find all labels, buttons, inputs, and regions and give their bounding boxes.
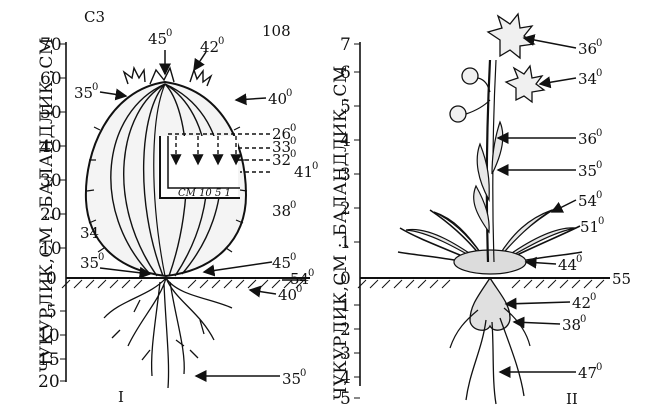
tick-label: 10 bbox=[40, 239, 62, 259]
label-38: 38 bbox=[272, 202, 291, 220]
degree-labels-right: 360 340 360 350 540 510 440 55 420 380 4… bbox=[558, 38, 631, 382]
svg-text:0: 0 bbox=[290, 200, 296, 211]
tick-label: 4 bbox=[340, 131, 351, 151]
svg-text:0: 0 bbox=[580, 314, 586, 325]
tick-label: 3 bbox=[340, 344, 351, 364]
tick-label: 70 bbox=[40, 35, 62, 55]
label-leaf-51: 51 bbox=[580, 218, 599, 236]
panel-one: ЧУКУРЛИК,СМ ; БАЛАНДЛИК ,СМ 10 20 30 40 … bbox=[37, 28, 318, 406]
tick-label: 30 bbox=[40, 171, 62, 191]
label-root-top: 40 bbox=[278, 286, 297, 304]
label-root-38: 38 bbox=[562, 316, 581, 334]
label-base-right: 45 bbox=[272, 254, 291, 272]
label-upper-left: 35 bbox=[74, 84, 93, 102]
tick-label: 10 bbox=[38, 326, 60, 346]
label-upper-right: 40 bbox=[268, 90, 287, 108]
svg-text:0: 0 bbox=[598, 216, 604, 227]
tick-label: 20 bbox=[40, 205, 62, 225]
label-root-47: 47 bbox=[578, 364, 597, 382]
tick-label: 40 bbox=[40, 137, 62, 157]
tick-label: 4 bbox=[340, 368, 351, 388]
label-top: 45 bbox=[148, 30, 167, 48]
svg-text:0: 0 bbox=[296, 284, 302, 295]
label-root-42: 42 bbox=[572, 294, 591, 312]
label-base-left: 35 bbox=[80, 254, 99, 272]
ticks-down-right: 1 2 3 4 5 bbox=[340, 296, 360, 409]
svg-text:0: 0 bbox=[596, 128, 602, 139]
panel-one-roman: I bbox=[118, 388, 124, 406]
inner-scale: СМ 10 5 1 bbox=[178, 188, 231, 199]
page-number: 108 bbox=[262, 22, 291, 40]
barrel-cactus-drawing: СМ 10 5 1 bbox=[86, 68, 247, 276]
svg-text:0: 0 bbox=[576, 254, 582, 265]
tick-label: 5 bbox=[340, 97, 351, 117]
svg-text:0: 0 bbox=[308, 268, 314, 279]
zero-label-left: 0 bbox=[46, 269, 57, 289]
tick-label: 2 bbox=[340, 199, 351, 219]
header-tag: С3 bbox=[84, 8, 105, 26]
svg-text:0: 0 bbox=[290, 252, 296, 263]
label-stem-36: 36 bbox=[578, 130, 597, 148]
svg-text:0: 0 bbox=[92, 82, 98, 93]
label-top-right: 42 bbox=[200, 38, 219, 56]
tick-label: 5 bbox=[46, 302, 57, 322]
tick-label: 5 bbox=[340, 389, 351, 409]
zero-label-right: 0 bbox=[340, 269, 351, 289]
label-flower-34: 34 bbox=[578, 70, 597, 88]
label-flower-36: 36 bbox=[578, 40, 597, 58]
label-ground-55: 55 bbox=[612, 270, 631, 288]
panel-two: ЧУКУРЛИК,СМ ; БАЛАНДЛИК ,СМ 1 2 3 4 5 6 … bbox=[331, 14, 631, 409]
label-leaf-54: 54 bbox=[578, 192, 597, 210]
ground-hatching-left bbox=[62, 280, 304, 288]
tick-label: 1 bbox=[340, 233, 351, 253]
cactus-roots bbox=[104, 278, 232, 388]
tick-label: 50 bbox=[40, 103, 62, 123]
svg-text:0: 0 bbox=[290, 136, 296, 147]
tick-label: 6 bbox=[340, 63, 351, 83]
label-stem-35: 35 bbox=[578, 162, 597, 180]
tick-label: 1 bbox=[340, 296, 351, 316]
svg-text:0: 0 bbox=[98, 252, 104, 263]
tick-label: 20 bbox=[38, 372, 60, 392]
svg-text:0: 0 bbox=[290, 149, 296, 160]
svg-text:0: 0 bbox=[166, 28, 172, 39]
rosette-plant-drawing bbox=[398, 14, 582, 404]
label-34: 34 bbox=[80, 224, 99, 242]
svg-text:0: 0 bbox=[290, 123, 296, 134]
tick-label: 60 bbox=[40, 69, 62, 89]
panel-two-roman: II bbox=[566, 390, 578, 408]
svg-text:0: 0 bbox=[590, 292, 596, 303]
svg-text:0: 0 bbox=[596, 160, 602, 171]
tick-label: 15 bbox=[38, 350, 60, 370]
svg-text:0: 0 bbox=[286, 88, 292, 99]
tick-label: 3 bbox=[340, 165, 351, 185]
svg-text:0: 0 bbox=[300, 368, 306, 379]
label-41: 41 bbox=[294, 163, 313, 181]
ground-hatching-right bbox=[358, 280, 604, 288]
svg-text:0: 0 bbox=[596, 362, 602, 373]
svg-text:0: 0 bbox=[596, 190, 602, 201]
tick-label: 2 bbox=[340, 320, 351, 340]
svg-text:0: 0 bbox=[596, 68, 602, 79]
svg-text:0: 0 bbox=[312, 161, 318, 172]
svg-text:0: 0 bbox=[218, 36, 224, 47]
tick-label: 7 bbox=[340, 35, 351, 55]
label-base-44: 44 bbox=[558, 256, 577, 274]
label-32: 32 bbox=[272, 151, 291, 169]
svg-text:0: 0 bbox=[596, 38, 602, 49]
label-root-bottom: 35 bbox=[282, 370, 301, 388]
